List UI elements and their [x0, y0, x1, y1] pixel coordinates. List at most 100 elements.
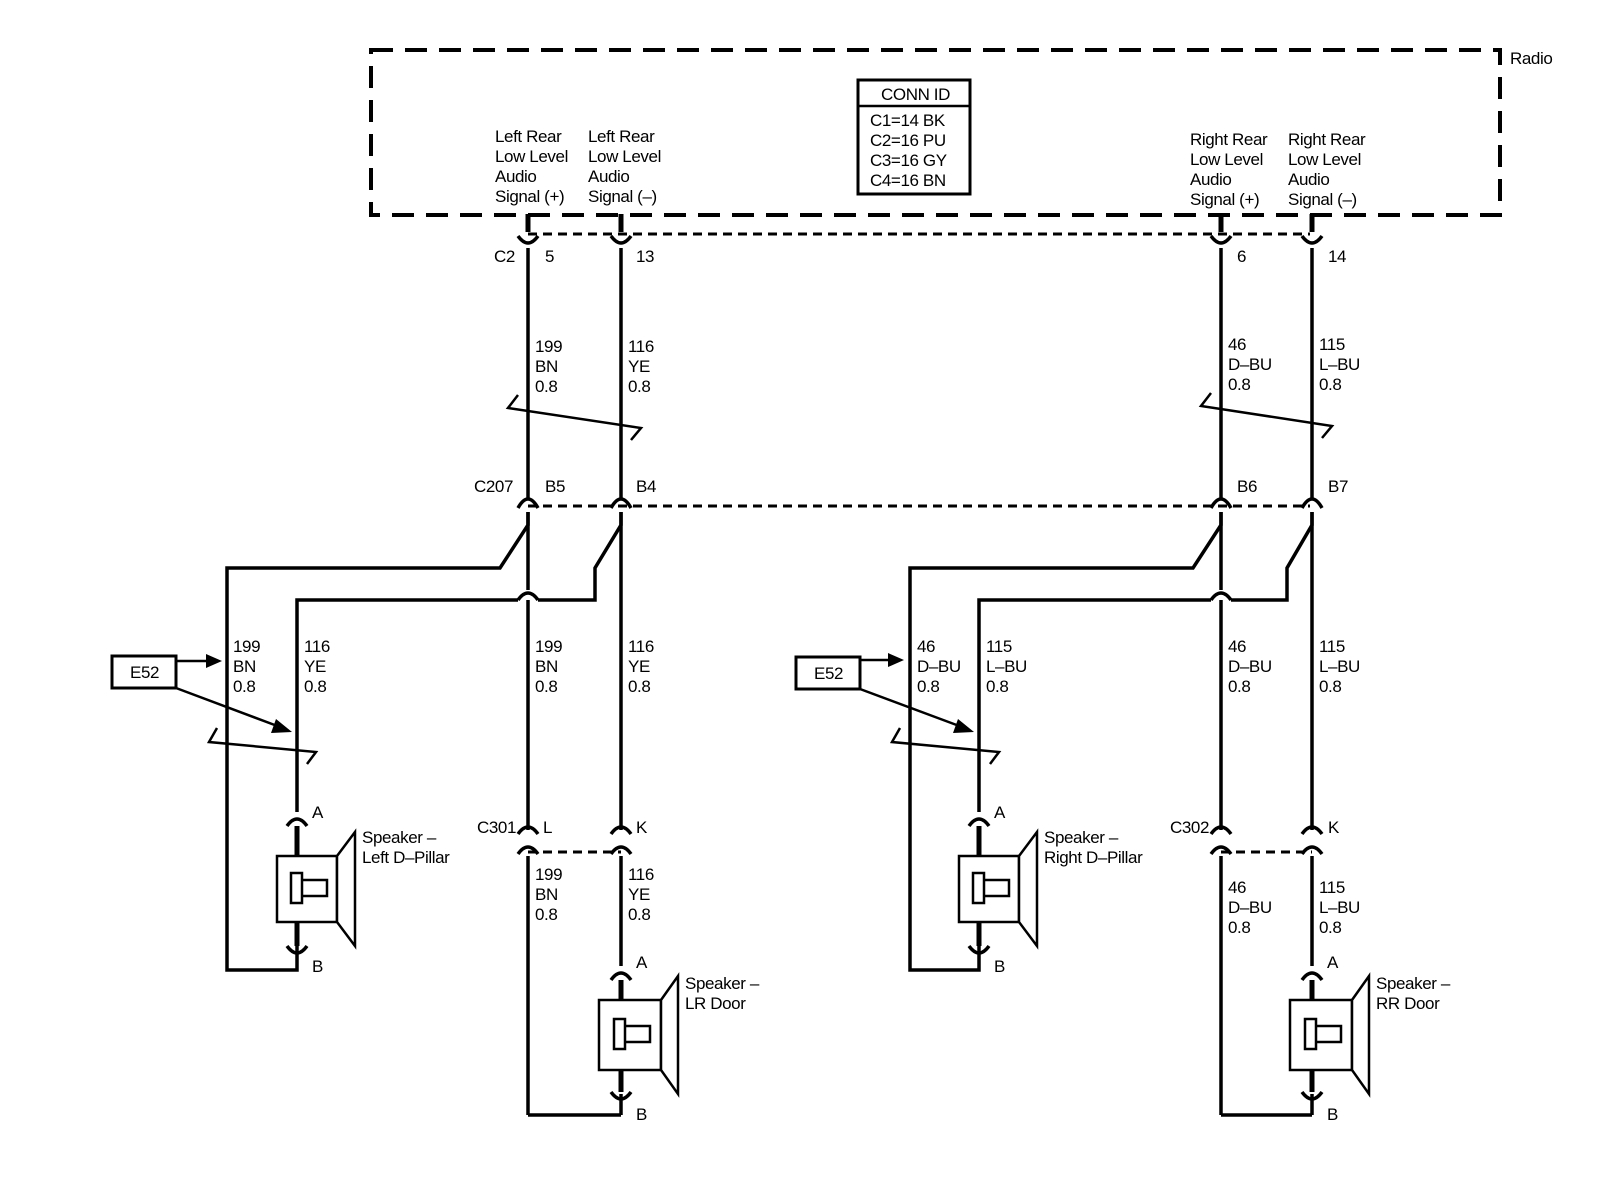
signal-label: Signal (+) — [495, 187, 564, 206]
speaker-lr-door: A B Speaker – LR Door — [597, 953, 760, 1124]
wire-label: BN — [233, 657, 256, 676]
wire-label: 0.8 — [1319, 918, 1341, 937]
terminal-b-label: B — [994, 957, 1005, 976]
signal-label: Right Rear — [1190, 130, 1268, 149]
pin-label: B7 — [1328, 477, 1348, 496]
conn-id-line: C1=14 BK — [870, 111, 946, 130]
speaker-label: Left D–Pillar — [362, 848, 450, 867]
pin-label: B6 — [1237, 477, 1257, 496]
connector-name: C2 — [494, 247, 515, 266]
signal-label: Low Level — [1288, 150, 1361, 169]
right-branches: 46 D–BU 0.8 115 L–BU 0.8 46 D–BU 0.8 115… — [794, 512, 1360, 972]
wire-label: YE — [628, 885, 650, 904]
wire-label: 46 — [1228, 878, 1246, 897]
terminal-b-label: B — [636, 1105, 647, 1124]
wire-label: 46 — [1228, 637, 1246, 656]
speaker-label: Speaker – — [1376, 974, 1451, 993]
wire-label: 0.8 — [1319, 375, 1341, 394]
wire-label: 199 — [535, 865, 562, 884]
wire-label: YE — [628, 357, 650, 376]
signal-label: Audio — [1288, 170, 1329, 189]
wire-label: 0.8 — [628, 377, 650, 396]
wire-label: YE — [304, 657, 326, 676]
speaker-label: Speaker – — [1044, 828, 1119, 847]
pin-label: 13 — [636, 247, 654, 266]
wire-label: D–BU — [1228, 657, 1272, 676]
speaker-label: Right D–Pillar — [1044, 848, 1143, 867]
terminal-a-label: A — [312, 803, 324, 822]
wire-label: BN — [535, 885, 558, 904]
signal-left-minus: Left Rear Low Level Audio Signal (–) — [588, 127, 661, 206]
wire-label: 115 — [1319, 335, 1345, 354]
connector-name: C302 — [1170, 818, 1209, 837]
wire-label: BN — [535, 657, 558, 676]
wire-label: 0.8 — [535, 677, 557, 696]
radio-label: Radio — [1510, 49, 1552, 68]
wire-label: 0.8 — [1228, 918, 1250, 937]
signal-label: Low Level — [588, 147, 661, 166]
wire-label: 0.8 — [628, 905, 650, 924]
signal-label: Signal (–) — [588, 187, 657, 206]
wire-label: 0.8 — [917, 677, 939, 696]
wire-label: D–BU — [917, 657, 961, 676]
wire-label: L–BU — [1319, 898, 1360, 917]
wire-label: 46 — [1228, 335, 1246, 354]
pin-label: K — [1328, 818, 1340, 837]
wire-label: 0.8 — [1228, 677, 1250, 696]
signal-label: Audio — [588, 167, 629, 186]
wire-label: D–BU — [1228, 355, 1272, 374]
wire-label: L–BU — [1319, 355, 1360, 374]
wire-label: 116 — [304, 637, 330, 656]
radio-module: Radio CONN ID C1=14 BK C2=16 PU C3=16 GY… — [369, 48, 1553, 217]
connector-c207: C207 B5 B4 B6 B7 — [474, 477, 1348, 509]
terminal-b-label: B — [312, 957, 323, 976]
wire-label: BN — [535, 357, 558, 376]
wire-label: 46 — [917, 637, 935, 656]
speaker-right-d-pillar: A B Speaker – Right D–Pillar — [957, 803, 1143, 976]
wire-label: 199 — [535, 337, 562, 356]
e52-label: E52 — [130, 663, 159, 682]
wire-label: 0.8 — [628, 677, 650, 696]
signal-label: Audio — [1190, 170, 1231, 189]
wire-label: 0.8 — [1228, 375, 1250, 394]
conn-id-line: C3=16 GY — [870, 151, 947, 170]
speaker-label: RR Door — [1376, 994, 1440, 1013]
wire-label: 0.8 — [233, 677, 255, 696]
signal-label: Signal (+) — [1190, 190, 1259, 209]
e52-reference-left[interactable]: E52 — [110, 654, 292, 733]
speaker-label: Speaker – — [685, 974, 760, 993]
pin-label: K — [636, 818, 648, 837]
conn-id-title: CONN ID — [881, 85, 950, 104]
wire-label: L–BU — [986, 657, 1027, 676]
conn-id-table: CONN ID C1=14 BK C2=16 PU C3=16 GY C4=16… — [856, 78, 972, 196]
signal-label: Low Level — [495, 147, 568, 166]
conn-id-line: C2=16 PU — [870, 131, 946, 150]
wire-label: 0.8 — [535, 377, 557, 396]
terminal-a-label: A — [994, 803, 1006, 822]
signal-left-plus: Left Rear Low Level Audio Signal (+) — [495, 127, 568, 206]
signal-label: Audio — [495, 167, 536, 186]
wire-label: 115 — [1319, 637, 1345, 656]
speaker-label: LR Door — [685, 994, 746, 1013]
wire-label: 116 — [628, 865, 654, 884]
wire-label: 199 — [233, 637, 260, 656]
connector-c301: C301 L K 199 BN 0.8 116 YE 0.8 — [477, 818, 654, 1117]
terminal-b-label: B — [1327, 1105, 1338, 1124]
terminal-a-label: A — [636, 953, 648, 972]
signal-label: Left Rear — [588, 127, 655, 146]
pin-label: L — [543, 818, 552, 837]
connector-c2: C2 5 13 6 14 — [494, 214, 1347, 266]
pin-label: B4 — [636, 477, 656, 496]
conn-id-line: C4=16 BN — [870, 171, 946, 190]
main-wires: 199 BN 0.8 116 YE 0.8 46 D–BU 0.8 115 L–… — [505, 248, 1360, 500]
pin-label: 6 — [1237, 247, 1246, 266]
wire-label: D–BU — [1228, 898, 1272, 917]
wire-label: 116 — [628, 337, 654, 356]
wire-label: L–BU — [1319, 657, 1360, 676]
terminal-a-label: A — [1327, 953, 1339, 972]
pin-label: 5 — [545, 247, 554, 266]
wire-label: YE — [628, 657, 650, 676]
left-branches: 199 BN 0.8 116 YE 0.8 199 BN 0.8 116 YE … — [110, 512, 654, 972]
e52-reference-right[interactable]: E52 — [794, 653, 974, 733]
